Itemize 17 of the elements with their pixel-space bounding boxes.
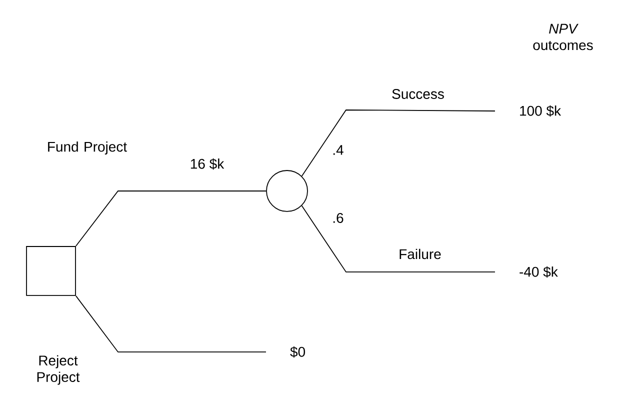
branch-label: Fund Project xyxy=(48,141,127,154)
outcome-value: -40 $k xyxy=(520,266,558,278)
branch-line xyxy=(301,205,496,272)
outcome-value: $0 xyxy=(290,346,306,358)
column-heading: NPV outcomes xyxy=(533,24,593,50)
payoff-label: 16 $k xyxy=(190,158,224,170)
branch-line xyxy=(301,110,496,177)
chance-node-circle xyxy=(266,170,308,212)
probability-label: .6 xyxy=(333,213,344,223)
outcome-value: 100 $k xyxy=(520,105,562,117)
probability-label: .4 xyxy=(333,145,344,155)
branch-label: Failure xyxy=(400,248,441,260)
branch-label: Success xyxy=(392,89,444,99)
branch-line xyxy=(76,295,266,352)
decision-node-square xyxy=(26,246,76,296)
branch-line xyxy=(76,190,266,246)
branch-label: Reject Project xyxy=(37,355,80,385)
